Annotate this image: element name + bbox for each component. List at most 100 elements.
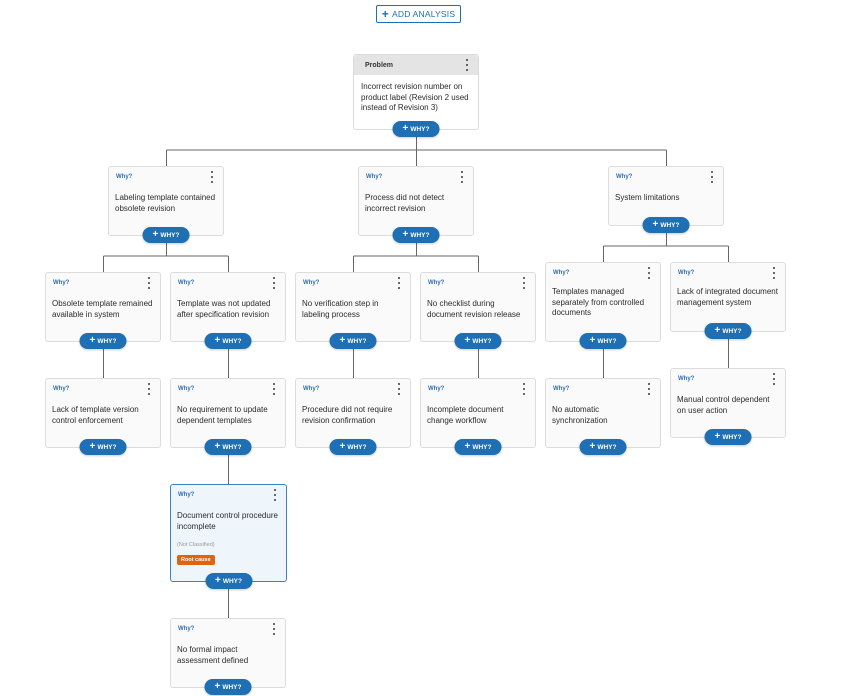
why-button-label: WHY? bbox=[222, 443, 242, 451]
why-button[interactable]: +WHY? bbox=[204, 439, 252, 455]
why-card-header: Why? bbox=[671, 369, 785, 389]
why-card-text: No verification step in labeling process bbox=[302, 299, 379, 319]
why-button-label: WHY? bbox=[222, 577, 242, 585]
why-card-text: Template was not updated after specifica… bbox=[177, 299, 271, 319]
why-button[interactable]: +WHY? bbox=[205, 573, 252, 589]
more-options-icon[interactable] bbox=[645, 267, 653, 279]
why-label: Why? bbox=[553, 270, 570, 276]
why-button-label: WHY? bbox=[160, 231, 180, 239]
why-card-header: Why? bbox=[546, 263, 660, 283]
why-button[interactable]: +WHY? bbox=[79, 439, 127, 455]
plus-icon: + bbox=[339, 441, 346, 452]
why-label: Why? bbox=[303, 386, 320, 392]
why-card-header: Why? bbox=[171, 619, 285, 639]
why-button-label: WHY? bbox=[97, 337, 117, 345]
add-analysis-label: ADD ANALYSIS bbox=[392, 9, 456, 19]
why-card[interactable]: Why?No automatic synchronization+WHY? bbox=[545, 378, 661, 455]
why-card[interactable]: Why?Labeling template contained obsolete… bbox=[108, 166, 224, 243]
why-card[interactable]: Why? No formal impact assessment defined +… bbox=[170, 618, 286, 695]
why-button[interactable]: +WHY? bbox=[704, 429, 752, 445]
why-card[interactable]: Why?Lack of template version control enf… bbox=[45, 378, 161, 455]
why-button[interactable]: +WHY? bbox=[329, 333, 377, 349]
why-card-header: Why? bbox=[46, 273, 160, 293]
why-card[interactable]: Why?Templates managed separately from co… bbox=[545, 262, 661, 349]
why-button-label: WHY? bbox=[597, 337, 617, 345]
why-button-label: WHY? bbox=[472, 443, 492, 451]
plus-icon: + bbox=[339, 335, 346, 346]
more-options-icon[interactable] bbox=[520, 383, 528, 395]
why-label: Why? bbox=[428, 280, 445, 286]
why-button[interactable]: +WHY? bbox=[642, 217, 690, 233]
more-options-icon[interactable] bbox=[770, 267, 778, 279]
why-card-header: Why? bbox=[546, 379, 660, 399]
why-card[interactable]: Why?No verification step in labeling pro… bbox=[295, 272, 411, 349]
root-cause-card[interactable]: Why?Document control procedure incomplet… bbox=[170, 484, 287, 589]
problem-statement: Incorrect revision number on product lab… bbox=[361, 82, 469, 112]
why-card-header: Why? bbox=[359, 167, 473, 187]
plus-icon: + bbox=[402, 123, 409, 134]
more-options-icon[interactable] bbox=[270, 383, 278, 395]
why-card-text: Manual control dependent on user action bbox=[677, 395, 770, 415]
why-card[interactable]: Why? Procedure did not require revision c… bbox=[295, 378, 411, 455]
more-options-icon[interactable] bbox=[770, 373, 778, 385]
why-button-label: WHY? bbox=[222, 683, 242, 691]
why-button[interactable]: +WHY? bbox=[579, 439, 627, 455]
why-card[interactable]: Why?Lack of integrated document manageme… bbox=[670, 262, 786, 339]
more-options-icon[interactable] bbox=[708, 171, 716, 183]
why-card[interactable]: Why? Manual control dependent on user act… bbox=[670, 368, 786, 445]
why-card-text: Lack of integrated document management s… bbox=[677, 287, 778, 307]
more-options-icon[interactable] bbox=[270, 277, 278, 289]
why-button[interactable]: +WHY? bbox=[454, 439, 502, 455]
why-button[interactable]: +WHY? bbox=[579, 333, 627, 349]
why-button[interactable]: +WHY? bbox=[204, 333, 252, 349]
problem-card[interactable]: Problem Incorrect revision number on pro… bbox=[353, 54, 479, 137]
why-card-text: System limitations bbox=[615, 193, 680, 202]
more-options-icon[interactable] bbox=[458, 171, 466, 183]
why-card-header: Why? bbox=[296, 379, 410, 399]
why-button[interactable]: + WHY? bbox=[392, 121, 440, 137]
why-button[interactable]: +WHY? bbox=[79, 333, 127, 349]
why-button-label: WHY? bbox=[347, 337, 367, 345]
why-card[interactable]: Why?Process did not detect incorrect rev… bbox=[358, 166, 474, 243]
why-card-text: Procedure did not require revision confi… bbox=[302, 405, 393, 425]
more-options-icon[interactable] bbox=[463, 59, 471, 71]
why-button[interactable]: +WHY? bbox=[142, 227, 190, 243]
plus-icon: + bbox=[714, 431, 721, 442]
plus-icon: + bbox=[214, 335, 221, 346]
plus-icon: + bbox=[464, 335, 471, 346]
why-label: Why? bbox=[553, 386, 570, 392]
why-button[interactable]: +WHY? bbox=[704, 323, 752, 339]
why-button[interactable]: +WHY? bbox=[392, 227, 440, 243]
why-card[interactable]: Why? System limitations +WHY? bbox=[608, 166, 724, 233]
why-button-label: WHY? bbox=[347, 443, 367, 451]
why-card[interactable]: Why?No requirement to update dependent t… bbox=[170, 378, 286, 455]
why-card-header: Why? bbox=[171, 273, 285, 293]
why-card-text: No formal impact assessment defined bbox=[177, 645, 249, 665]
more-options-icon[interactable] bbox=[271, 489, 279, 501]
why-card[interactable]: Why?Incomplete document change workflow+… bbox=[420, 378, 536, 455]
why-card-text: Obsolete template remained available in … bbox=[52, 299, 153, 319]
why-button-label: WHY? bbox=[222, 337, 242, 345]
why-button-label: WHY? bbox=[410, 125, 430, 133]
why-button[interactable]: +WHY? bbox=[454, 333, 502, 349]
more-options-icon[interactable] bbox=[395, 277, 403, 289]
add-analysis-button[interactable]: + ADD ANALYSIS bbox=[376, 5, 461, 23]
more-options-icon[interactable] bbox=[520, 277, 528, 289]
more-options-icon[interactable] bbox=[145, 383, 153, 395]
why-button[interactable]: +WHY? bbox=[329, 439, 377, 455]
why-button[interactable]: +WHY? bbox=[204, 679, 252, 695]
more-options-icon[interactable] bbox=[270, 623, 278, 635]
why-card-text: Labeling template contained obsolete rev… bbox=[115, 193, 216, 213]
why-card[interactable]: Why? Obsolete template remained available… bbox=[45, 272, 161, 349]
why-label: Why? bbox=[616, 174, 633, 180]
more-options-icon[interactable] bbox=[145, 277, 153, 289]
more-options-icon[interactable] bbox=[645, 383, 653, 395]
more-options-icon[interactable] bbox=[208, 171, 216, 183]
why-button-label: WHY? bbox=[597, 443, 617, 451]
classification-text: (Not Classified) bbox=[177, 542, 215, 548]
more-options-icon[interactable] bbox=[395, 383, 403, 395]
why-card[interactable]: Why? Template was not updated after speci… bbox=[170, 272, 286, 349]
why-card[interactable]: Why?No checklist during document revisio… bbox=[420, 272, 536, 349]
why-button-label: WHY? bbox=[97, 443, 117, 451]
plus-icon: + bbox=[215, 575, 221, 586]
